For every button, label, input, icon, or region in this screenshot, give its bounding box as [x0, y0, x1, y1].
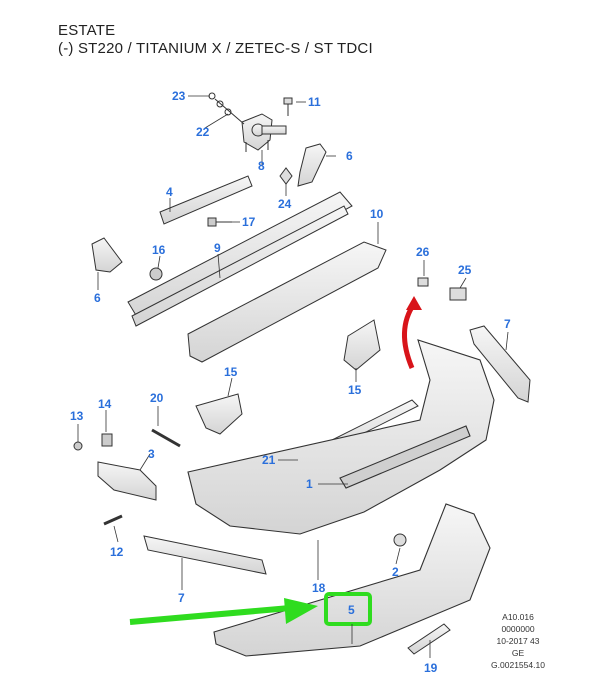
part-19-strip [407, 623, 451, 655]
callout-5: 5 [348, 603, 355, 617]
callout-16: 16 [152, 243, 166, 257]
reference-code: A10.016 [502, 612, 534, 622]
callout-3: 3 [148, 447, 155, 461]
part-12-screw [103, 514, 123, 526]
part-26-clip [417, 277, 429, 287]
callout-12: 12 [110, 545, 124, 559]
part-8-bracket [241, 113, 287, 152]
callout-4: 4 [166, 185, 173, 199]
callout-26: 26 [416, 245, 430, 259]
callout-15-left: 15 [224, 365, 238, 379]
part-14-nut [101, 433, 113, 447]
callout-21: 21 [262, 453, 276, 467]
part-9-beam [127, 191, 353, 327]
green-arrow-icon [129, 598, 318, 625]
part-11-bolt [283, 97, 293, 116]
part-25-clip [449, 287, 467, 301]
reference-id: G.0021554.10 [491, 660, 545, 670]
callout-7-left: 7 [178, 591, 185, 605]
part-20-pin [151, 428, 181, 448]
part-24-clip [279, 167, 293, 185]
callout-6: 6 [346, 149, 353, 163]
part-5-lower-valance [213, 503, 491, 657]
part-6-upper-bracket [297, 143, 327, 187]
part-15-left-bracket [195, 393, 243, 435]
callout-14: 14 [98, 397, 112, 411]
part-1-bumper-cover [187, 339, 495, 535]
part-15-right-bracket [343, 319, 381, 371]
red-arrow-icon [401, 296, 422, 369]
callout-6-left: 6 [94, 291, 101, 305]
callout-19: 19 [424, 661, 438, 675]
part-23-fasteners [208, 92, 245, 125]
callout-15-right: 15 [348, 383, 362, 397]
reference-date: 10-2017 43 [496, 636, 540, 646]
callouts: 23 22 11 8 6 24 4 17 16 9 6 10 26 25 7 1… [70, 89, 511, 675]
part-10-absorber [187, 241, 387, 363]
reference-number: 0000000 [501, 624, 535, 634]
part-7-left-trim [143, 535, 267, 575]
diagram-header-line1: ESTATE [58, 22, 116, 39]
callout-10: 10 [370, 207, 384, 221]
leader-lines [77, 95, 509, 658]
part-7-right-trim [469, 325, 531, 403]
callout-22: 22 [196, 125, 210, 139]
callout-20: 20 [150, 391, 164, 405]
callout-9: 9 [214, 241, 221, 255]
callout-11: 11 [308, 95, 321, 109]
callout-25: 25 [458, 263, 472, 277]
callout-7-right: 7 [504, 317, 511, 331]
diagram-header-line2: (-) ST220 / TITANIUM X / ZETEC-S / ST TD… [58, 40, 373, 57]
part-2-cap [393, 533, 407, 547]
callout-8: 8 [258, 159, 265, 173]
callout-18: 18 [312, 581, 326, 595]
callout-13: 13 [70, 409, 84, 423]
part-16-nut [149, 267, 163, 281]
callout-2: 2 [392, 565, 399, 579]
part-13-bolt [73, 441, 83, 451]
part-4-strip [159, 175, 253, 225]
part-17-screw [207, 217, 232, 227]
callout-17: 17 [242, 215, 256, 229]
callout-23: 23 [172, 89, 186, 103]
part-6-left-bracket [91, 237, 123, 273]
callout-24: 24 [278, 197, 292, 211]
reference-locale: GE [511, 648, 525, 658]
part-3-bracket [97, 461, 157, 501]
callout-1: 1 [306, 477, 313, 491]
highlight-box [324, 592, 372, 626]
